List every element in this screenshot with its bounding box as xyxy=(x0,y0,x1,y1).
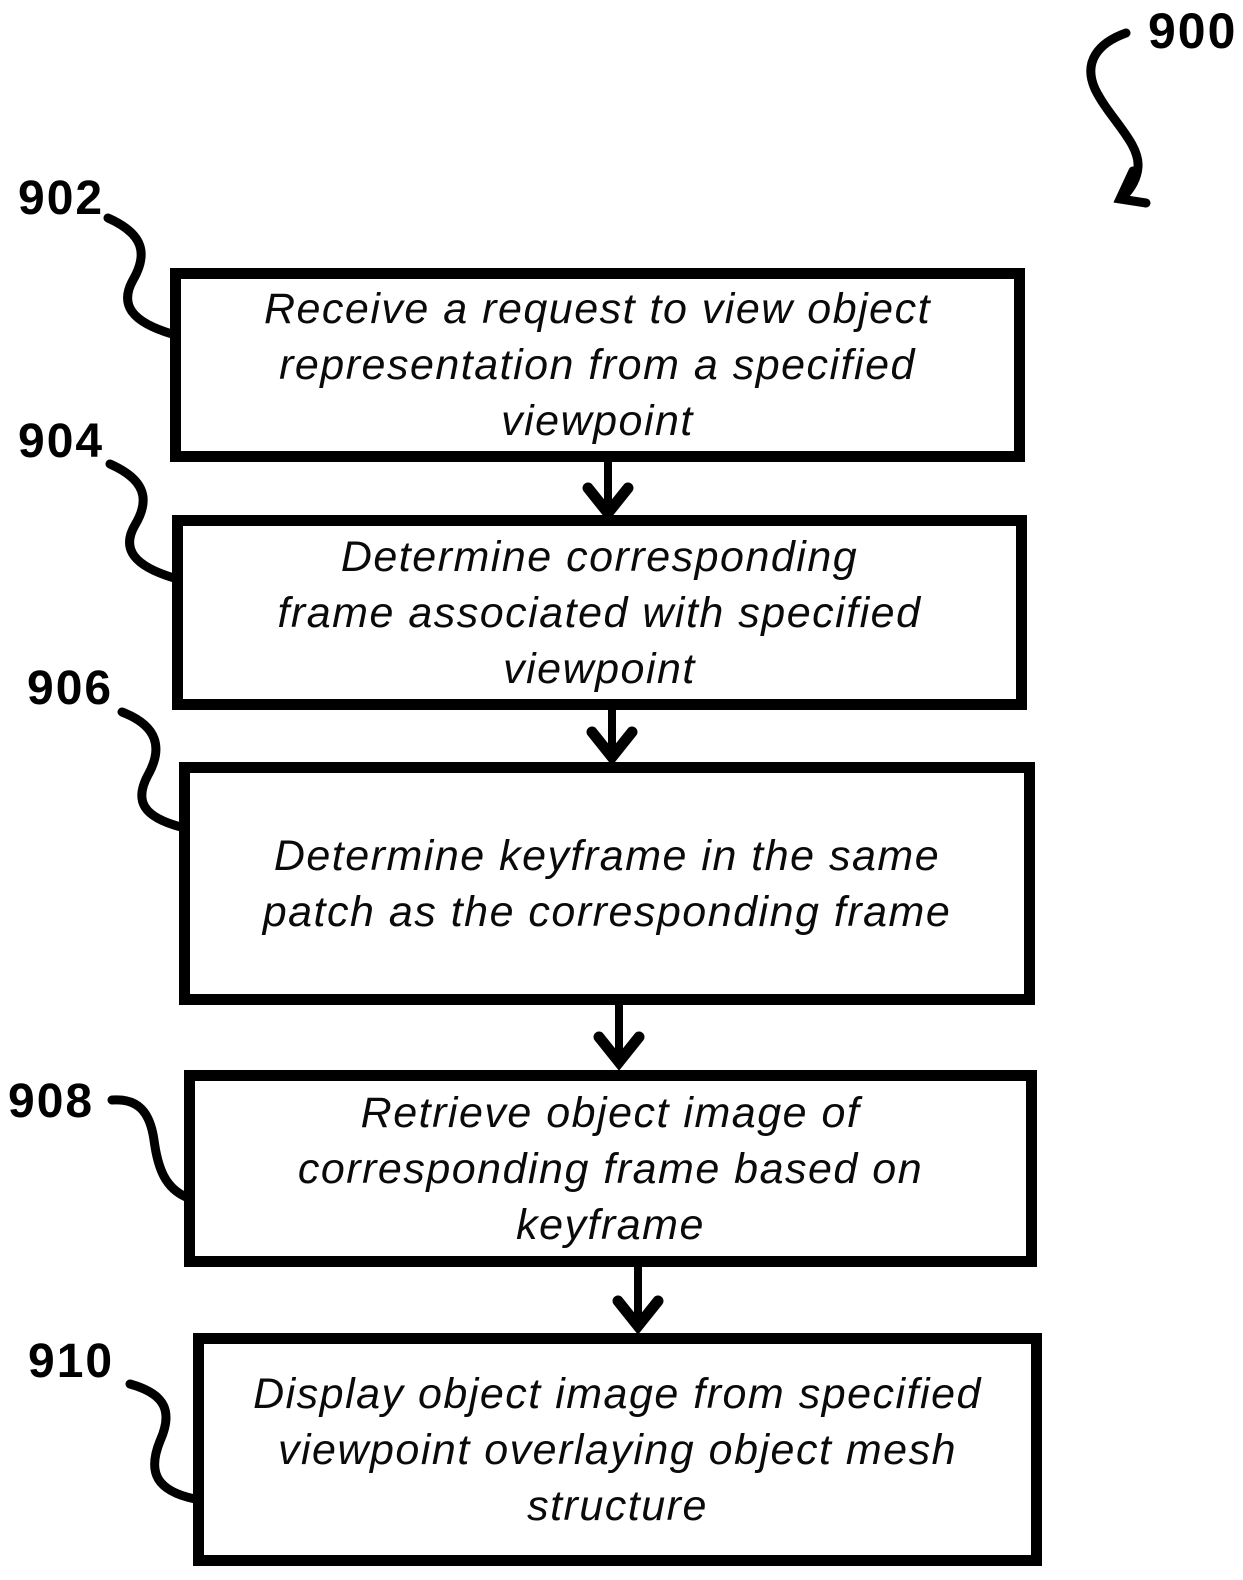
step-box-904: Determine corresponding frame associated… xyxy=(172,515,1027,710)
step-box-910: Display object image from specified view… xyxy=(193,1333,1042,1566)
ref-label-910: 910 xyxy=(28,1335,115,1388)
arrowhead-icon xyxy=(593,1031,645,1071)
step-box-906: Determine keyframe in the same patch as … xyxy=(179,762,1035,1005)
step-text-906: Determine keyframe in the same patch as … xyxy=(190,828,1024,940)
step-text-line: Determine keyframe in the same xyxy=(273,831,941,880)
step-text-908: Retrieve object image of corresponding f… xyxy=(195,1085,1026,1253)
step-text-line: frame associated with specified xyxy=(277,588,922,637)
step-text-line: Retrieve object image of xyxy=(360,1088,861,1137)
step-box-902: Receive a request to view object represe… xyxy=(170,268,1025,462)
step-box-908: Retrieve object image of corresponding f… xyxy=(184,1070,1037,1267)
ref-connector-910 xyxy=(125,1379,200,1504)
step-text-line: structure xyxy=(527,1481,708,1530)
step-text-line: Display object image from specified xyxy=(253,1369,982,1418)
step-text-line: keyframe xyxy=(516,1200,705,1249)
ref-label-908: 908 xyxy=(8,1075,95,1128)
flow-arrow-2 xyxy=(586,706,638,766)
ref-label-904: 904 xyxy=(18,415,105,468)
step-text-line: viewpoint xyxy=(503,644,696,693)
ref-connector-906 xyxy=(117,707,186,832)
step-text-902: Receive a request to view object represe… xyxy=(181,281,1014,449)
ref-connector-904 xyxy=(105,459,179,583)
arrowhead-icon xyxy=(586,726,638,766)
step-text-line: viewpoint xyxy=(501,397,694,445)
step-text-910: Display object image from specified view… xyxy=(204,1366,1031,1534)
flow-arrow-1 xyxy=(582,458,634,522)
step-text-line: viewpoint overlaying object mesh xyxy=(278,1425,957,1474)
step-text-line: corresponding frame based on xyxy=(297,1144,924,1193)
step-text-line: patch as the corresponding frame xyxy=(262,887,952,936)
ref-connector-908 xyxy=(107,1095,191,1202)
flow-arrow-3 xyxy=(593,1001,645,1071)
flow-arrow-4 xyxy=(612,1263,664,1335)
step-text-line: representation from a specified xyxy=(279,341,916,389)
ref-label-906: 906 xyxy=(27,662,114,715)
ref-label-902: 902 xyxy=(18,172,105,225)
step-text-line: Receive a request to view object xyxy=(263,285,932,333)
step-text-904: Determine corresponding frame associated… xyxy=(183,529,1016,697)
figure-ref-arrowhead-icon xyxy=(1113,166,1151,208)
figure-ref-squiggle-arrow xyxy=(1086,28,1143,203)
figure-ref-label: 900 xyxy=(1148,3,1238,59)
arrowhead-icon xyxy=(582,482,634,522)
step-text-line: Determine corresponding xyxy=(340,532,859,581)
ref-connector-902 xyxy=(103,213,177,339)
arrowhead-icon xyxy=(612,1295,664,1335)
